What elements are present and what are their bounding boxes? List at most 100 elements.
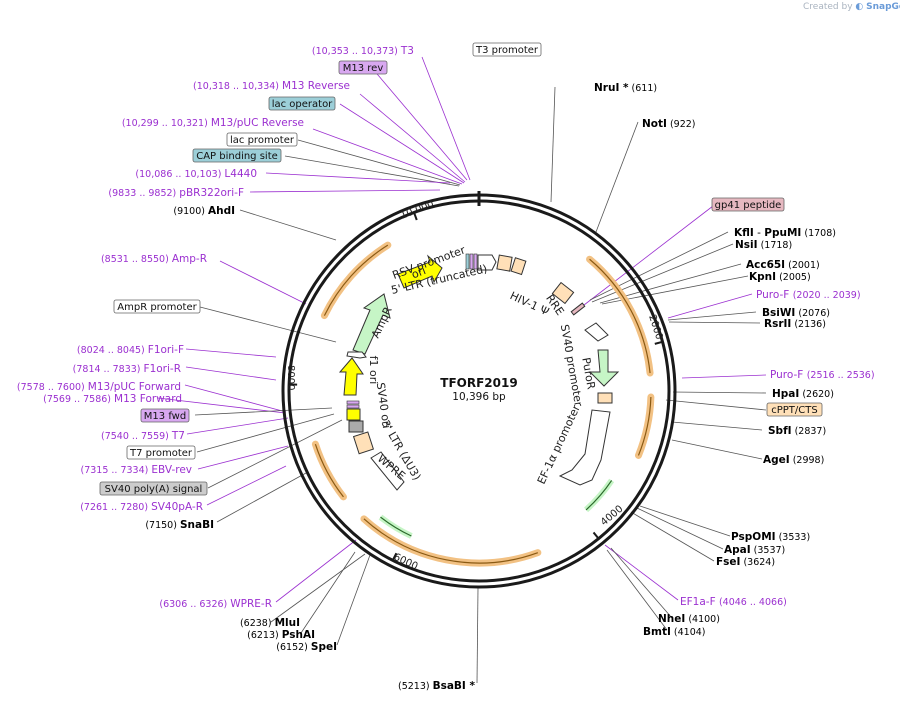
cap-site-box[interactable]	[192, 148, 282, 163]
lac-operator-box[interactable]	[268, 96, 336, 111]
m13-rev-box[interactable]	[338, 60, 388, 75]
rre-block[interactable]	[551, 281, 575, 305]
t7-promoter-box[interactable]	[126, 445, 196, 460]
primer-label[interactable]: (7814 .. 7833) F1ori-R	[73, 363, 181, 375]
primer-label[interactable]: (10,318 .. 10,334) M13 Reverse	[193, 80, 350, 92]
primer-label[interactable]: (10,353 .. 10,373) T3	[312, 45, 414, 57]
restriction-site-label[interactable]: HpaI (2620)	[772, 388, 834, 400]
restriction-site-label[interactable]: (7150) SnaBI	[145, 519, 214, 531]
ef1a-promoter-arrow[interactable]	[558, 409, 611, 486]
primer-label[interactable]: (7261 .. 7280) SV40pA-R	[80, 501, 203, 513]
leader-line	[476, 587, 479, 684]
site-name: BsiWI	[762, 307, 795, 319]
restriction-site-label[interactable]: (6238) MluI	[240, 617, 300, 629]
cppt-arc[interactable]	[634, 393, 655, 459]
site-name: SbfI	[768, 425, 792, 437]
restriction-site-label[interactable]: (5213) BsaBI *	[398, 680, 476, 692]
ltr3-block[interactable]	[352, 431, 375, 455]
restriction-site-label[interactable]: ApaI (3537)	[724, 544, 785, 556]
restriction-site-label[interactable]: NheI (4100)	[658, 613, 720, 625]
restriction-site-label[interactable]: RsrII (2136)	[764, 318, 826, 330]
restriction-site-label[interactable]: BmtI (4104)	[643, 626, 705, 638]
ampr-promoter-box[interactable]	[113, 299, 201, 314]
leader-line	[300, 551, 356, 634]
primer-position: (10,299 .. 10,321)	[122, 118, 211, 129]
leader-line	[667, 311, 757, 321]
restriction-site-label[interactable]: PspOMI (3533)	[731, 531, 810, 543]
cppt-cts-block[interactable]	[597, 392, 613, 404]
sv40-polya-box[interactable]	[99, 481, 208, 496]
ampr-arrow[interactable]	[352, 293, 391, 355]
sv40-ori-block[interactable]	[346, 408, 361, 421]
sv40-ori-label: SV40 ori	[374, 382, 393, 430]
primer-name: EF1a-F	[680, 596, 719, 608]
primer-label[interactable]: (8024 .. 8045) F1ori-F	[77, 344, 184, 356]
site-position: (2076)	[795, 308, 830, 319]
lac-promoter-box[interactable]	[226, 132, 298, 147]
primer-label[interactable]: EF1a-F (4046 .. 4066)	[680, 596, 787, 608]
primer-label[interactable]: (7569 .. 7586) M13 Forward	[43, 393, 182, 405]
t7-promoter-box-label: T7 promoter	[129, 448, 193, 459]
hiv-psi-block[interactable]	[510, 257, 527, 276]
leader-line	[207, 419, 343, 489]
primer-label[interactable]: (10,086 .. 10,103) L4440	[135, 168, 257, 180]
puro-green-arc[interactable]	[584, 478, 615, 513]
site-position: (2005)	[776, 272, 811, 283]
restriction-site-label[interactable]: NsiI (1718)	[735, 239, 792, 251]
primer-label[interactable]: (7540 .. 7559) T7	[101, 430, 185, 442]
restriction-site-label[interactable]: AgeI (2998)	[763, 454, 824, 466]
m13fwd-block[interactable]	[346, 400, 360, 405]
ori-arrow[interactable]	[397, 254, 443, 289]
restriction-site-label[interactable]: (6213) PshAI	[247, 629, 315, 641]
primer-position: (10,318 .. 10,334)	[193, 81, 282, 92]
restriction-site-label[interactable]: (9100) AhdI	[173, 205, 235, 217]
sv40-promoter-arrow[interactable]	[584, 322, 609, 342]
site-name: KpnI	[749, 271, 776, 283]
primer-label[interactable]: (8531 .. 8550) Amp-R	[101, 253, 207, 265]
m13rev-block[interactable]	[473, 253, 478, 270]
restriction-site-label[interactable]: (6152) SpeI	[276, 641, 337, 653]
t3-promoter-box[interactable]	[472, 42, 542, 57]
restriction-site-label[interactable]: NotI (922)	[642, 118, 696, 130]
restriction-site-label[interactable]: Acc65I (2001)	[746, 259, 820, 271]
wpre-block[interactable]	[370, 451, 405, 491]
gp41-block[interactable]	[570, 302, 586, 316]
ampr-promoter-arrow[interactable]	[346, 351, 367, 359]
gp41-box[interactable]	[711, 197, 785, 212]
restriction-site-label[interactable]: FseI (3624)	[716, 556, 775, 568]
primer-label[interactable]: (7315 .. 7334) EBV-rev	[80, 464, 192, 476]
cap-site-block[interactable]	[465, 253, 470, 270]
puror-arrow[interactable]	[588, 349, 620, 387]
primer-label[interactable]: (7578 .. 7600) M13/pUC Forward	[17, 381, 181, 393]
primer-position: (7540 .. 7559)	[101, 431, 172, 442]
leader-line	[199, 306, 337, 343]
primer-name: M13 Reverse	[282, 80, 350, 92]
ltr5-block[interactable]	[496, 254, 513, 272]
plasmid-name: TFORF2019	[440, 376, 517, 390]
m13-fwd-box[interactable]	[140, 408, 190, 423]
sv40-polya-block[interactable]	[348, 420, 364, 433]
restriction-site-label[interactable]: BsiWI (2076)	[762, 307, 830, 319]
leader-line	[672, 391, 767, 394]
primer-label[interactable]: (9833 .. 9852) pBR322ori-F	[108, 187, 244, 199]
primer-position: (10,086 .. 10,103)	[135, 169, 224, 180]
restriction-site-label[interactable]: KflI - PpuMI (1708)	[734, 227, 836, 239]
f1-ori-arrow[interactable]	[338, 357, 364, 396]
site-position: (3533)	[776, 532, 811, 543]
t7-block[interactable]	[346, 404, 360, 409]
restriction-site-label[interactable]: NruI * (611)	[594, 82, 657, 94]
restriction-site-label[interactable]: KpnI (2005)	[749, 271, 811, 283]
site-name: FseI	[716, 556, 740, 568]
lac-block[interactable]	[469, 253, 474, 270]
primer-label[interactable]: Puro-F (2516 .. 2536)	[770, 369, 875, 381]
rsv-promoter-arrow[interactable]	[477, 254, 497, 271]
m13-fwd-box-label: M13 fwd	[144, 411, 186, 422]
cppt-box[interactable]	[766, 402, 823, 417]
site-name: KflI	[734, 227, 754, 239]
primer-label[interactable]: Puro-F (2020 .. 2039)	[756, 289, 861, 301]
primer-label[interactable]: (6306 .. 6326) WPRE-R	[159, 598, 272, 610]
leader-line	[206, 465, 287, 506]
restriction-site-label[interactable]: SbfI (2837)	[768, 425, 826, 437]
primer-label[interactable]: (10,299 .. 10,321) M13/pUC Reverse	[122, 117, 304, 129]
wpre-arc[interactable]	[311, 440, 347, 501]
